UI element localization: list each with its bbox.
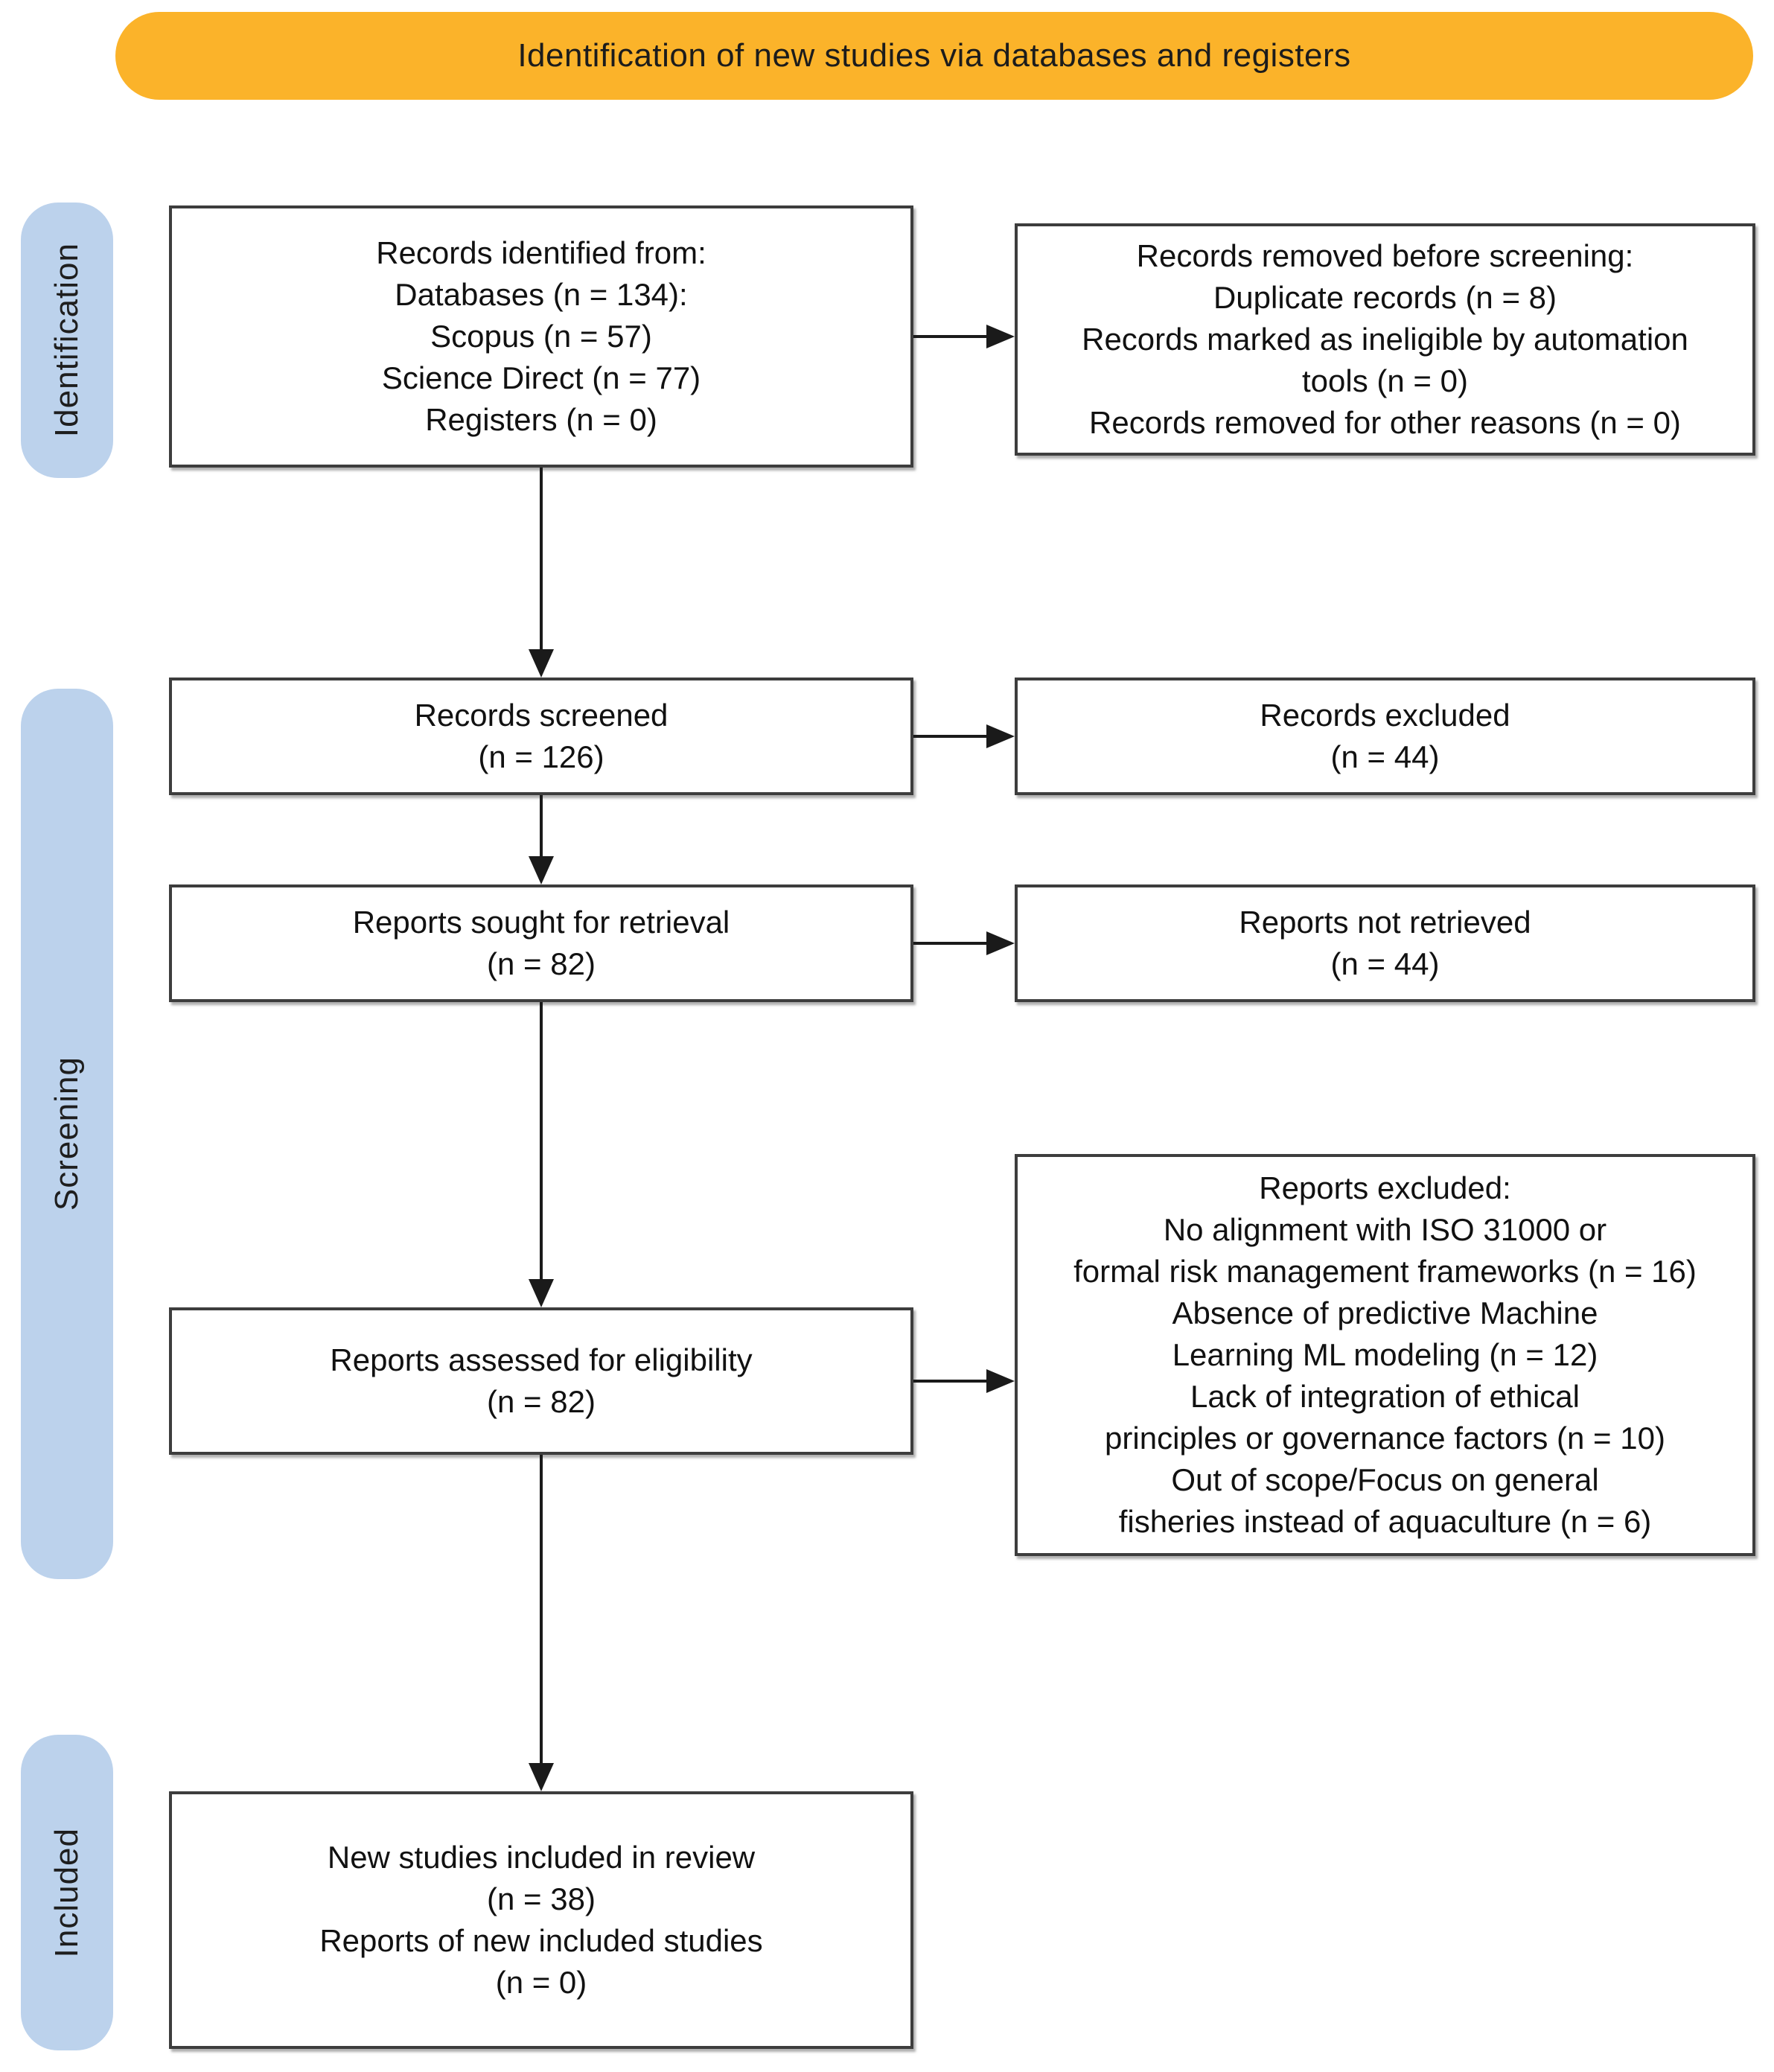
box-new-studies-included: New studies included in review (n = 38) …	[169, 1791, 913, 2049]
arrow-line	[913, 735, 988, 738]
arrowhead-right-icon	[986, 931, 1015, 955]
banner-label: Identification of new studies via databa…	[517, 37, 1351, 74]
arrowhead-down-icon	[529, 649, 554, 678]
stage-identification: Identification	[21, 203, 113, 478]
arrowhead-down-icon	[529, 1279, 554, 1307]
box-records-screened: Records screened (n = 126)	[169, 678, 913, 795]
arrowhead-down-icon	[529, 856, 554, 884]
stage-included: Included	[21, 1735, 113, 2050]
arrow-line	[540, 795, 543, 856]
box-reports-assessed: Reports assessed for eligibility (n = 82…	[169, 1307, 913, 1455]
banner: Identification of new studies via databa…	[115, 12, 1753, 100]
arrowhead-right-icon	[986, 724, 1015, 748]
arrowhead-right-icon	[986, 1369, 1015, 1393]
stage-included-label: Included	[48, 1827, 85, 1958]
arrow-line	[540, 1002, 543, 1279]
box-reports-not-retrieved: Reports not retrieved (n = 44)	[1015, 884, 1755, 1002]
arrow-line	[913, 1380, 988, 1383]
arrow-line	[913, 335, 988, 338]
arrow-line	[913, 942, 988, 945]
stage-identification-label: Identification	[48, 243, 85, 438]
box-reports-excluded: Reports excluded: No alignment with ISO …	[1015, 1154, 1755, 1556]
arrowhead-down-icon	[529, 1763, 554, 1791]
box-reports-sought: Reports sought for retrieval (n = 82)	[169, 884, 913, 1002]
arrow-line	[540, 1455, 543, 1763]
stage-screening: Screening	[21, 689, 113, 1579]
arrowhead-right-icon	[986, 325, 1015, 348]
box-records-excluded: Records excluded (n = 44)	[1015, 678, 1755, 795]
box-records-removed: Records removed before screening: Duplic…	[1015, 223, 1755, 456]
arrow-line	[540, 468, 543, 649]
box-records-identified: Records identified from: Databases (n = …	[169, 205, 913, 468]
stage-screening-label: Screening	[48, 1056, 85, 1211]
